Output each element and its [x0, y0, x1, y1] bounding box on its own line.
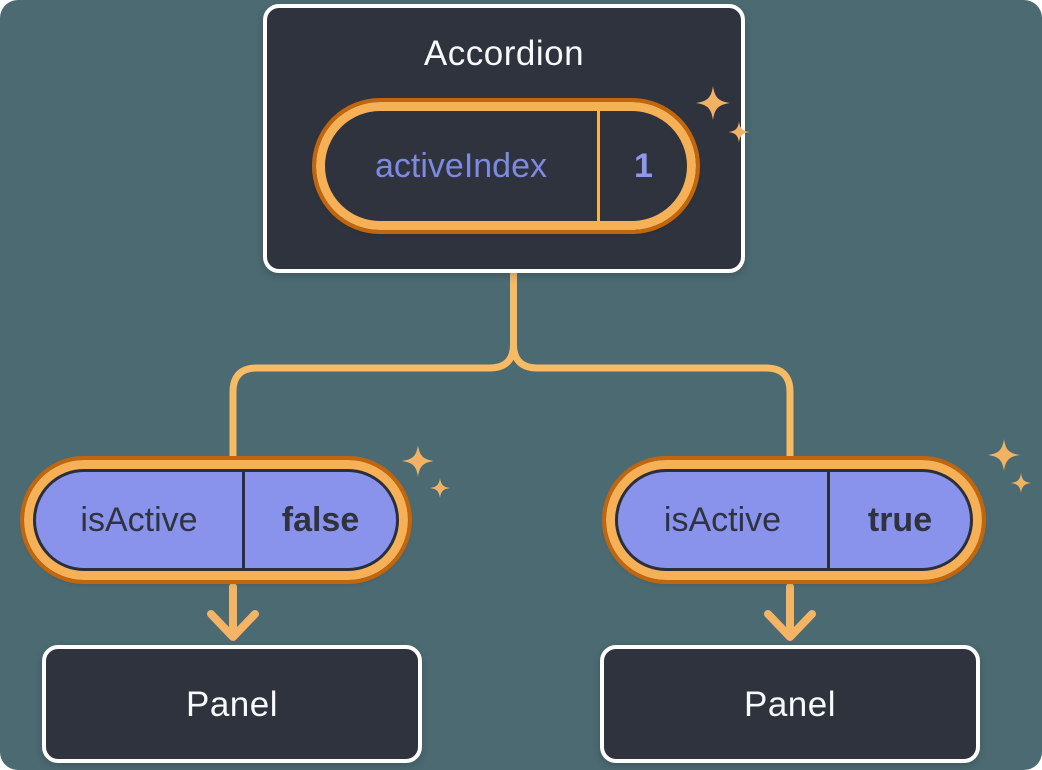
sparkle-icon [402, 445, 434, 477]
prop-name-label-right: isActive [663, 501, 782, 539]
branch-line-right [510, 266, 794, 462]
prop-pill-right-inner: isActive true [615, 469, 973, 571]
arrow-left-head [207, 610, 259, 641]
state-pill-divider [597, 111, 600, 221]
state-value-label: 1 [634, 147, 653, 185]
panel-box-right: Panel [600, 645, 980, 763]
prop-pill-left-inner: isActive false [33, 469, 399, 571]
prop-pill-left: isActive false [20, 456, 412, 584]
state-pill-inner: activeIndex 1 [325, 111, 687, 221]
accordion-title: Accordion [423, 34, 585, 73]
panel-box-left: Panel [42, 645, 422, 763]
prop-pill-left-divider [242, 472, 245, 568]
prop-pill-right-divider [827, 472, 830, 568]
state-name-label: activeIndex [375, 147, 547, 185]
prop-value-label-left: false [281, 501, 360, 539]
panel-title-right: Panel [743, 684, 837, 724]
arrow-right-head [764, 610, 816, 641]
sparkle-icon [988, 439, 1020, 471]
branch-line-left [229, 266, 517, 462]
state-pill-activeindex: activeIndex 1 [312, 98, 700, 234]
sparkle-icon [430, 478, 450, 498]
panel-title-left: Panel [185, 684, 279, 724]
sparkle-icon [1011, 473, 1031, 493]
prop-name-label-left: isActive [80, 501, 198, 539]
prop-pill-right: isActive true [602, 456, 986, 584]
prop-value-label-right: true [867, 501, 933, 539]
